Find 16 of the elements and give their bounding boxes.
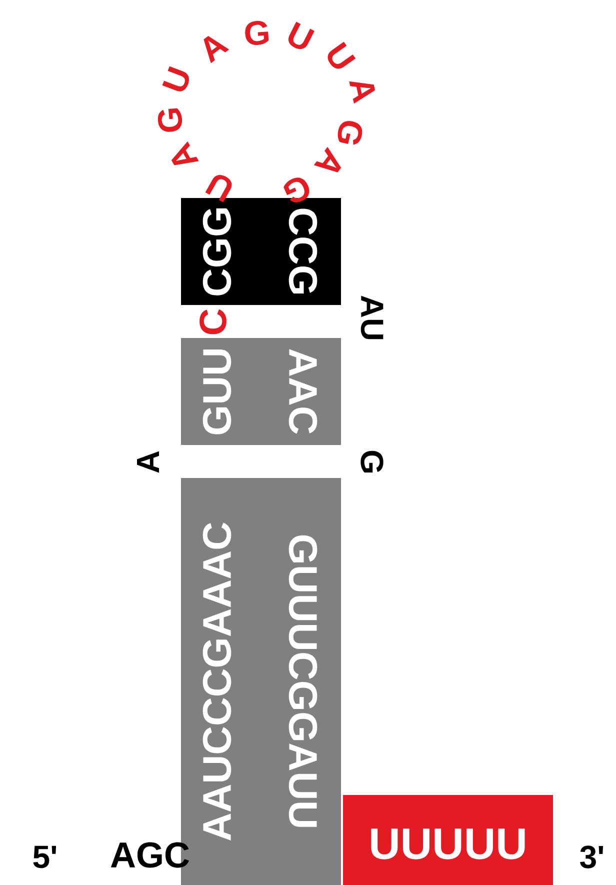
base-label: A [137,451,159,473]
loop-base: G [245,20,269,46]
loop-base: G [338,121,362,145]
loop-base: G [158,108,182,132]
base-label: 5' [33,846,56,868]
loop-base: A [171,141,199,166]
base-label: C [200,309,226,334]
base-pair-box: UUUUU [343,795,553,885]
base-label: G [360,450,384,472]
loop-base: U [288,22,314,50]
base-pair-box: GUU AAC [181,338,341,445]
loop-base: A [349,81,376,104]
loop-base: U [328,42,356,69]
base-label: AU [360,296,384,340]
loop-base: A [204,36,230,64]
loop-base: U [162,66,189,92]
